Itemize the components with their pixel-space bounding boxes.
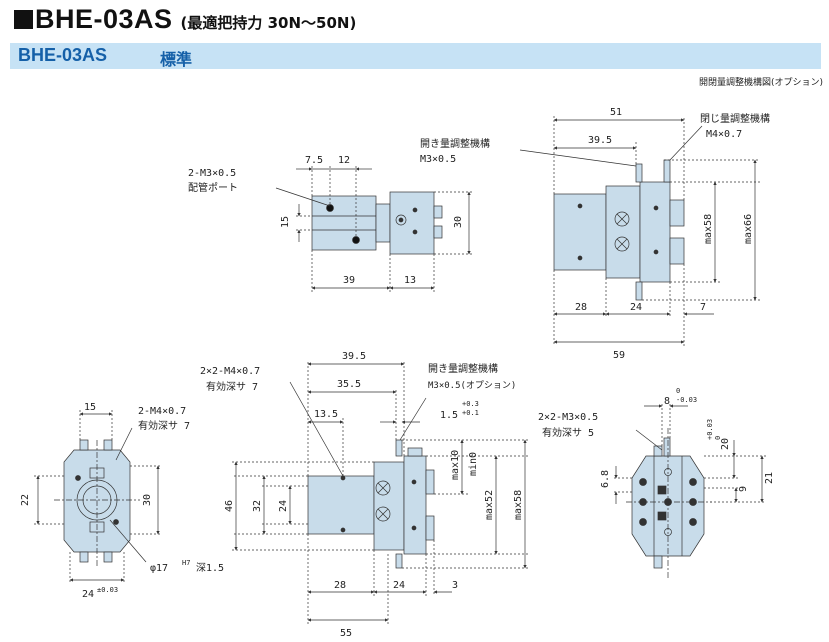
front-dim-min0: min0 (468, 452, 479, 476)
opt-dim-28: 28 (575, 302, 587, 313)
right-depth: 有効深サ 5 (542, 426, 594, 439)
left-tol-24: ±0.03 (97, 586, 118, 594)
right-view-drawing (612, 402, 766, 578)
option-view-labels: 閉じ量調整機構 M4×0.7 開き量調整機構 M3×0.5 51 39.5 ma… (420, 107, 770, 361)
front-dim-46: 46 (224, 500, 235, 512)
front-tol-lower: +0.1 (462, 409, 479, 417)
right-tol-8-lower: -0.03 (676, 396, 697, 404)
left-dim-30: 30 (142, 494, 153, 506)
top-view-drawing (275, 165, 474, 292)
opt-open-adj: 開き量調整機構 (420, 137, 490, 150)
front-dim-32: 32 (252, 500, 263, 512)
opt-open-thread: M3×0.5 (420, 154, 456, 165)
title-subtitle: (最適把持力 30N〜50N) (180, 14, 357, 32)
left-dim-24: 24 (82, 589, 94, 600)
title-square-icon (14, 10, 33, 29)
front-view-labels: 2×2-M4×0.7 有効深サ 7 開き量調整機構 M3×0.5(オプション) … (200, 351, 524, 639)
right-dim-6-8: 6.8 (600, 470, 611, 488)
front-dim-1-5: 1.5 (440, 410, 458, 421)
front-thread: 2×2-M4×0.7 (200, 366, 260, 377)
top-dim-30: 30 (453, 216, 464, 228)
top-dim-15: 15 (280, 216, 291, 228)
top-port-thread: 2-M3×0.5 (188, 168, 236, 179)
right-view-labels: 2×2-M3×0.5 有効深サ 5 8 0 -0.03 20 +0.03 0 6… (538, 387, 775, 492)
front-dim-55: 55 (340, 628, 352, 639)
front-depth: 有効深サ 7 (206, 380, 258, 393)
page-title: BHE-03AS (最適把持力 30N〜50N) (14, 4, 356, 38)
opt-dim-59: 59 (613, 350, 625, 361)
front-dim-max10: max10 (450, 450, 461, 480)
left-depth: 有効深サ 7 (138, 419, 190, 432)
title-model: BHE-03AS (35, 4, 173, 34)
front-dim-24b: 24 (393, 580, 405, 591)
left-hole-depth: 深1.5 (196, 562, 224, 574)
front-dim-max52: max52 (484, 490, 495, 520)
opt-dim-max66: max66 (743, 214, 754, 244)
top-dim-13: 13 (404, 275, 416, 286)
right-thread: 2×2-M3×0.5 (538, 412, 598, 423)
right-tol-20-upper: +0.03 (706, 419, 714, 440)
front-dim-max58: max58 (513, 490, 524, 520)
section-model: BHE-03AS (18, 45, 108, 65)
right-tol-8-upper: 0 (676, 387, 680, 395)
right-dim-21: 21 (764, 472, 775, 484)
left-dim-15: 15 (84, 402, 96, 413)
top-dim-39: 39 (343, 275, 355, 286)
left-view-drawing (34, 410, 162, 584)
top-view-labels: 2-M3×0.5 配管ポート 7.5 12 15 30 39 13 (188, 155, 464, 286)
opt-close-thread: M4×0.7 (706, 129, 742, 140)
right-dim-9: 9 (738, 486, 749, 492)
front-open-thread: M3×0.5(オプション) (428, 380, 516, 391)
left-thread: 2-M4×0.7 (138, 406, 186, 417)
front-open-adj: 開き量調整機構 (428, 362, 498, 375)
front-dim-28: 28 (334, 580, 346, 591)
top-port-label: 配管ポート (188, 181, 238, 194)
opt-dim-24: 24 (630, 302, 642, 313)
opt-close-adj: 閉じ量調整機構 (700, 112, 770, 125)
opt-dim-51: 51 (610, 107, 622, 118)
right-dim-8: 8 (664, 396, 670, 407)
opt-dim-7: 7 (700, 302, 706, 313)
option-note: 開閉量調整機構図(オプション) (698, 78, 823, 88)
left-hole-fit: H7 (182, 559, 190, 567)
front-dim-24: 24 (278, 500, 289, 512)
right-dim-20: 20 (720, 438, 731, 450)
section-label: 標準 (160, 50, 193, 69)
front-tol-upper: +0.3 (462, 400, 479, 408)
right-tol-20-lower: 0 (714, 436, 722, 440)
top-dim-7-5: 7.5 (305, 155, 323, 166)
option-view-drawing (519, 116, 760, 346)
opt-dim-max58: max58 (703, 214, 714, 244)
opt-dim-39-5: 39.5 (588, 135, 612, 146)
front-dim-35-5: 35.5 (337, 379, 361, 390)
front-dim-13-5: 13.5 (314, 409, 338, 420)
front-view-drawing (230, 360, 530, 624)
front-dim-39-5: 39.5 (342, 351, 366, 362)
top-dim-12: 12 (338, 155, 350, 166)
left-view-labels: 15 2-M4×0.7 有効深サ 7 22 30 24 ±0.03 φ17 H7… (20, 402, 224, 600)
section-bar: BHE-03AS 標準 (10, 43, 821, 69)
left-hole-note: φ17 (150, 563, 168, 574)
front-dim-3: 3 (452, 580, 458, 591)
left-dim-22: 22 (20, 494, 31, 506)
